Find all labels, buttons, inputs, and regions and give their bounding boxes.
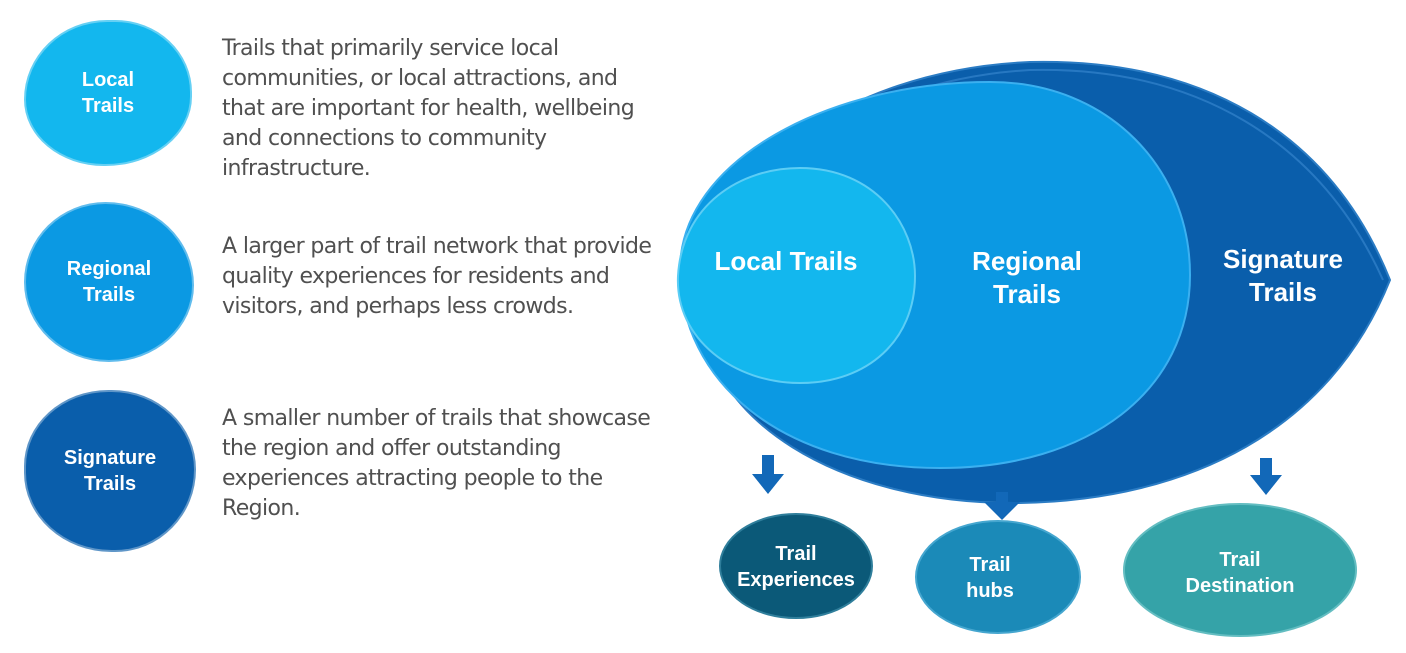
trail-destination-blob xyxy=(1123,503,1357,637)
signature-trails-diagram-label-line1: Signature xyxy=(1223,244,1343,274)
signature-trails-description: A smaller number of trails that showcase… xyxy=(222,406,651,521)
trail-experiences-blob xyxy=(719,513,873,619)
arrow-down-icon xyxy=(1250,458,1282,495)
signature-trails-blob: Signature Trails xyxy=(24,390,196,552)
legend-local: Local Trails Trails that primarily servi… xyxy=(20,20,660,181)
regional-trails-diagram-label-line2: Trails xyxy=(993,279,1061,309)
trail-destination-label-line1: Trail xyxy=(1219,549,1260,571)
trail-destination-label-line2: Destination xyxy=(1186,575,1295,597)
regional-trails-diagram-label-line1: Regional xyxy=(972,246,1082,276)
signature-trails-diagram-label-line2: Trails xyxy=(1249,277,1317,307)
local-trails-ellipse xyxy=(676,166,917,385)
trail-experiences-label-line2: Experiences xyxy=(737,569,855,591)
arrow-down-icon xyxy=(984,492,1020,520)
trail-hubs-label-line2: hubs xyxy=(966,580,1014,602)
local-trails-description: Trails that primarily service local comm… xyxy=(222,36,635,181)
signature-trails-blob-label: Signature Trails xyxy=(63,447,157,495)
legend-regional: Regional Trails A larger part of trail n… xyxy=(20,202,660,367)
regional-trails-description: A larger part of trail network that prov… xyxy=(222,234,652,319)
legend-signature: Signature Trails A smaller number of tra… xyxy=(20,390,660,555)
regional-trails-blob: Regional Trails xyxy=(24,202,194,362)
trail-experiences-label-line1: Trail xyxy=(775,543,816,565)
arrow-down-icon xyxy=(752,455,784,494)
local-trails-blob-label: Local Trails xyxy=(81,69,135,117)
local-trails-blob: Local Trails xyxy=(24,20,192,166)
local-trails-diagram-label: Local Trails xyxy=(714,246,857,276)
regional-trails-blob-label: Regional Trails xyxy=(66,258,152,306)
trail-hubs-label-line1: Trail xyxy=(969,554,1010,576)
trail-hubs-blob xyxy=(915,520,1081,634)
